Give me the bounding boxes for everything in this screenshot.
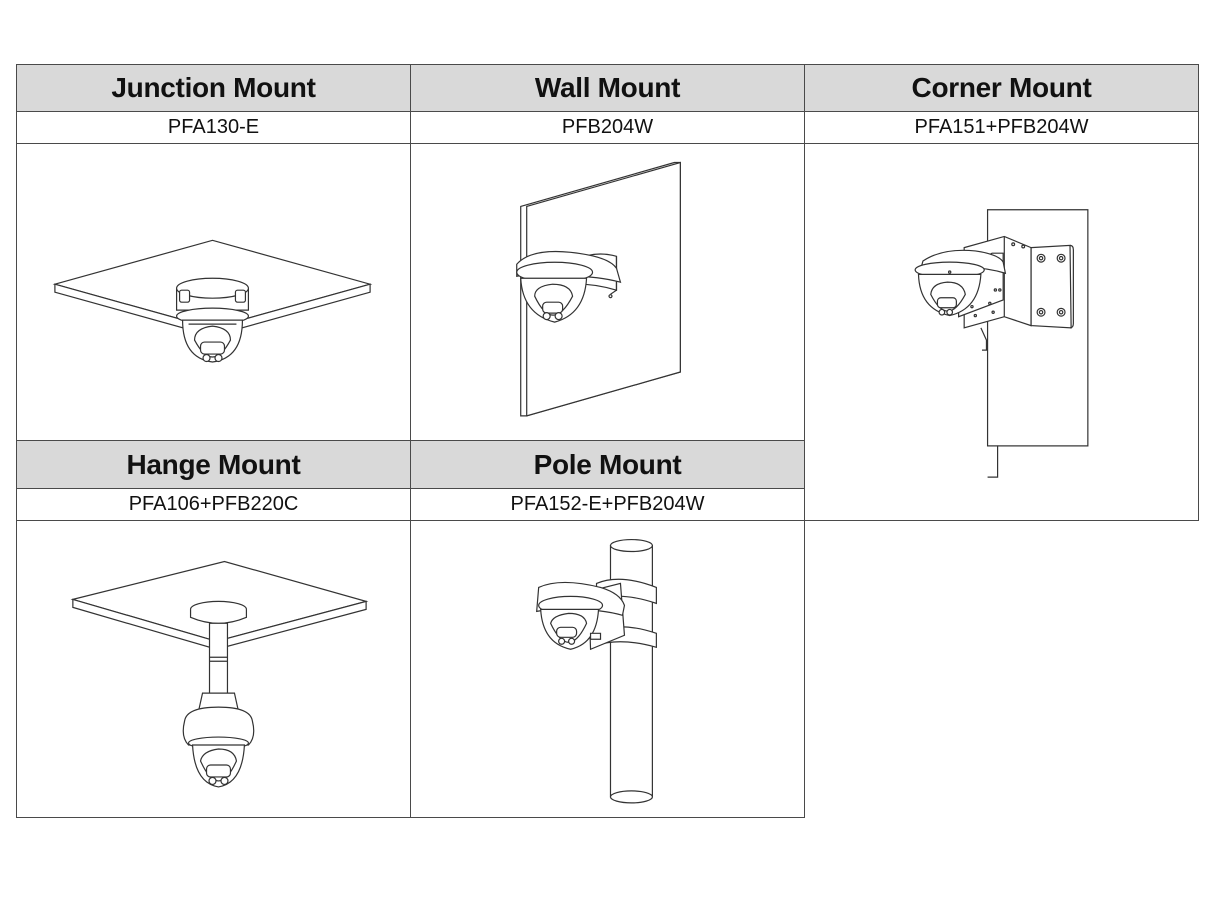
hange-mount-cell <box>16 519 411 819</box>
pole-mount-illustration <box>411 521 804 817</box>
hange-mount-model: PFA106+PFB220C <box>16 487 411 521</box>
junction-mount-illustration <box>17 144 410 440</box>
wall-mount-cell <box>410 143 805 442</box>
junction-mount-title: Junction Mount <box>16 63 411 113</box>
corner-mount-cell <box>804 143 1199 521</box>
wall-mount-model: PFB204W <box>410 111 805 145</box>
pole-mount-cell <box>410 519 805 819</box>
hange-mount-title: Hange Mount <box>16 440 411 489</box>
corner-mount-model: PFA151+PFB204W <box>804 111 1199 145</box>
corner-mount-title: Corner Mount <box>804 63 1199 113</box>
corner-mount-illustration <box>805 144 1198 519</box>
wall-mount-title: Wall Mount <box>410 63 805 113</box>
pole-mount-model: PFA152-E+PFB204W <box>410 487 805 521</box>
junction-mount-model: PFA130-E <box>16 111 411 145</box>
wall-mount-illustration <box>411 144 804 440</box>
mount-options-table: Junction Mount Wall Mount Corner Mount P… <box>16 63 1199 819</box>
junction-mount-cell <box>16 143 411 442</box>
hange-mount-illustration <box>17 521 410 817</box>
pole-mount-title: Pole Mount <box>410 440 805 489</box>
